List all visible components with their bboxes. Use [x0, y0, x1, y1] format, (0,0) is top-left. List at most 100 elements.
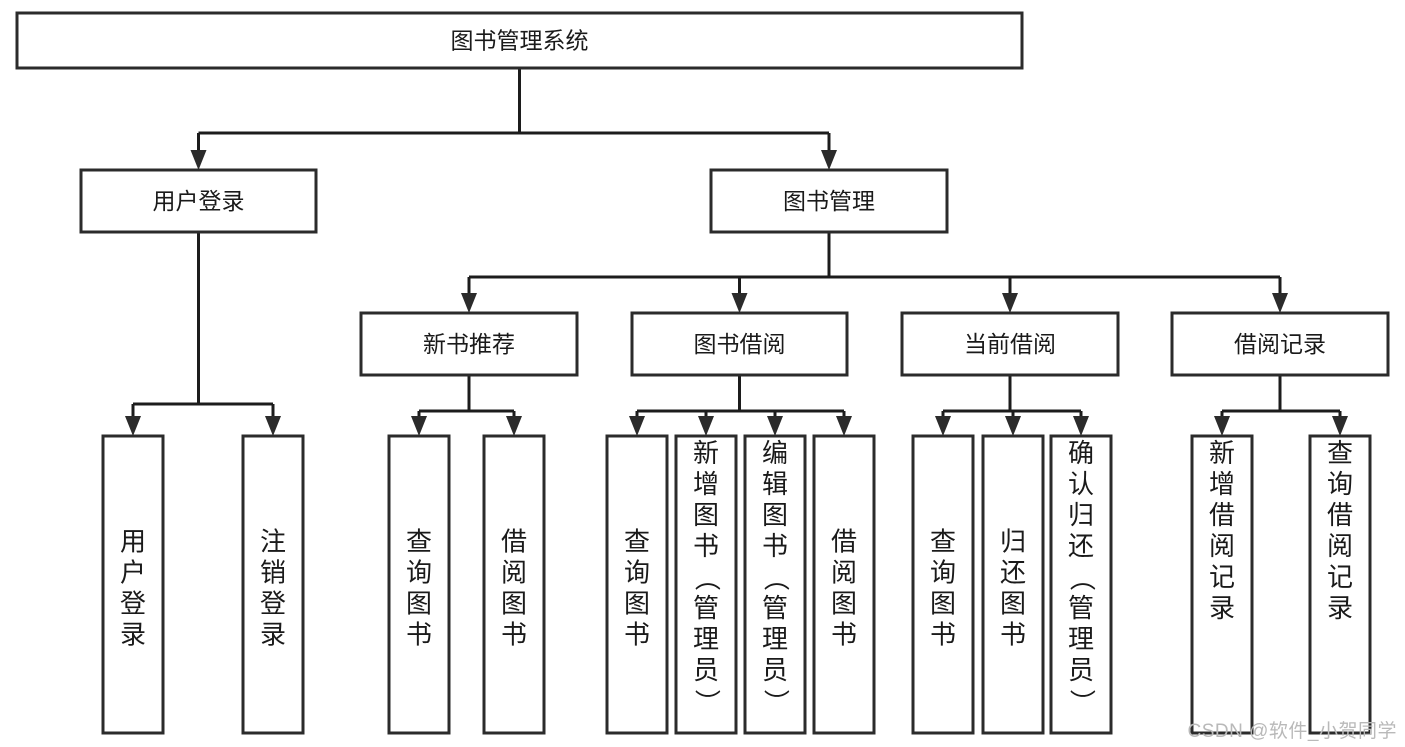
edge-group-root [190, 68, 837, 170]
node-label-char: 图 [762, 500, 788, 530]
node-label-char: 记 [1327, 562, 1353, 592]
node-label-char: 销 [260, 558, 286, 588]
edge-group-borrow-record [1214, 375, 1348, 436]
node-label-char: 查 [406, 527, 432, 557]
node-box-leaf-borrow-book-2 [812, 434, 876, 735]
node-label-char: 新 [693, 438, 719, 468]
node-label-char: 询 [930, 558, 956, 588]
node-label-char: 图 [831, 589, 857, 619]
node-label-root: 图书管理系统 [451, 28, 589, 54]
node-box-leaf-edit-book [743, 434, 807, 735]
node-label-new-book-recommend: 新书推荐 [423, 331, 515, 357]
node-box-book-management [709, 168, 949, 234]
node-label-char: 登 [260, 589, 286, 619]
node-layer: 图书管理系统用户登录图书管理新书推荐图书借阅当前借阅借阅记录用户登录注销登录查询… [15, 11, 1390, 735]
arrow-head-icon [698, 416, 714, 436]
node-box-leaf-confirm-return [1049, 434, 1113, 735]
node-label-char: 询 [406, 558, 432, 588]
edge-group-book-management [461, 232, 1288, 313]
node-label-char: 录 [1209, 593, 1235, 623]
node-label-char: 理 [1068, 624, 1094, 654]
node-label-char: ） [692, 689, 722, 715]
node-label-char: 新 [1209, 438, 1235, 468]
node-label-char: 管 [693, 593, 719, 623]
node-label-char: 借 [831, 527, 857, 557]
node-box-leaf-user-logout [241, 434, 305, 735]
node-leaf-user-login[interactable]: 用户登录 [101, 434, 165, 735]
node-label-char: 确 [1068, 438, 1094, 468]
node-label-char: 辑 [762, 469, 788, 499]
node-label-char: 阅 [1209, 531, 1235, 561]
node-box-leaf-borrow-book-1 [482, 434, 546, 735]
node-label-char: 查 [624, 527, 650, 557]
node-label-char: （ [761, 565, 791, 591]
node-label-char: 录 [120, 620, 146, 650]
arrow-head-icon [1214, 416, 1230, 436]
arrow-head-icon [836, 416, 852, 436]
node-label-char: 归 [1000, 527, 1026, 557]
node-label-char: 户 [120, 558, 146, 588]
node-book-management[interactable]: 图书管理 [709, 168, 949, 234]
node-label-char: 还 [1000, 558, 1026, 588]
arrow-head-icon [1272, 293, 1288, 313]
node-box-leaf-return-book [981, 434, 1045, 735]
node-label-char: 阅 [831, 558, 857, 588]
arrow-head-icon [461, 293, 477, 313]
node-user-login[interactable]: 用户登录 [79, 168, 318, 234]
node-label-char: （ [692, 565, 722, 591]
node-label-char: 记 [1209, 562, 1235, 592]
node-label-char: 理 [693, 624, 719, 654]
node-borrow-record[interactable]: 借阅记录 [1170, 311, 1390, 377]
node-box-current-borrow [900, 311, 1120, 377]
node-label-char: 增 [1209, 469, 1235, 499]
node-label-char: 查 [1327, 438, 1353, 468]
arrow-head-icon [767, 416, 783, 436]
node-current-borrow[interactable]: 当前借阅 [900, 311, 1120, 377]
node-label-char: 编 [762, 438, 788, 468]
node-label-char: 图 [1000, 589, 1026, 619]
node-label-char: 图 [624, 589, 650, 619]
arrow-head-icon [1073, 416, 1089, 436]
node-label-char: 注 [260, 527, 286, 557]
node-book-borrow[interactable]: 图书借阅 [630, 311, 849, 377]
node-label-char: 员 [1068, 655, 1094, 685]
node-label-char: 录 [1327, 593, 1353, 623]
arrow-head-icon [125, 416, 141, 436]
node-label-char: 书 [693, 531, 719, 561]
arrow-head-icon [1005, 416, 1021, 436]
node-label-user-login: 用户登录 [153, 188, 245, 214]
node-box-leaf-query-book-1 [387, 434, 451, 735]
node-label-char: 员 [762, 655, 788, 685]
node-box-leaf-add-record [1190, 434, 1254, 735]
node-root[interactable]: 图书管理系统 [15, 11, 1024, 70]
edge-group-current-borrow [935, 375, 1089, 436]
node-label-char: 借 [1209, 500, 1235, 530]
node-new-book-recommend[interactable]: 新书推荐 [359, 311, 579, 377]
node-box-root [15, 11, 1024, 70]
node-label-char: 增 [693, 469, 719, 499]
node-box-borrow-record [1170, 311, 1390, 377]
node-box-leaf-add-book [674, 434, 738, 735]
node-label-current-borrow: 当前借阅 [964, 331, 1056, 357]
arrow-head-icon [1002, 293, 1018, 313]
arrow-head-icon [821, 150, 837, 170]
node-label-char: 图 [501, 589, 527, 619]
node-label-char: 管 [762, 593, 788, 623]
node-label-char: 登 [120, 589, 146, 619]
node-box-leaf-query-record [1308, 434, 1372, 735]
node-box-book-borrow [630, 311, 849, 377]
node-label-book-management: 图书管理 [783, 188, 875, 214]
